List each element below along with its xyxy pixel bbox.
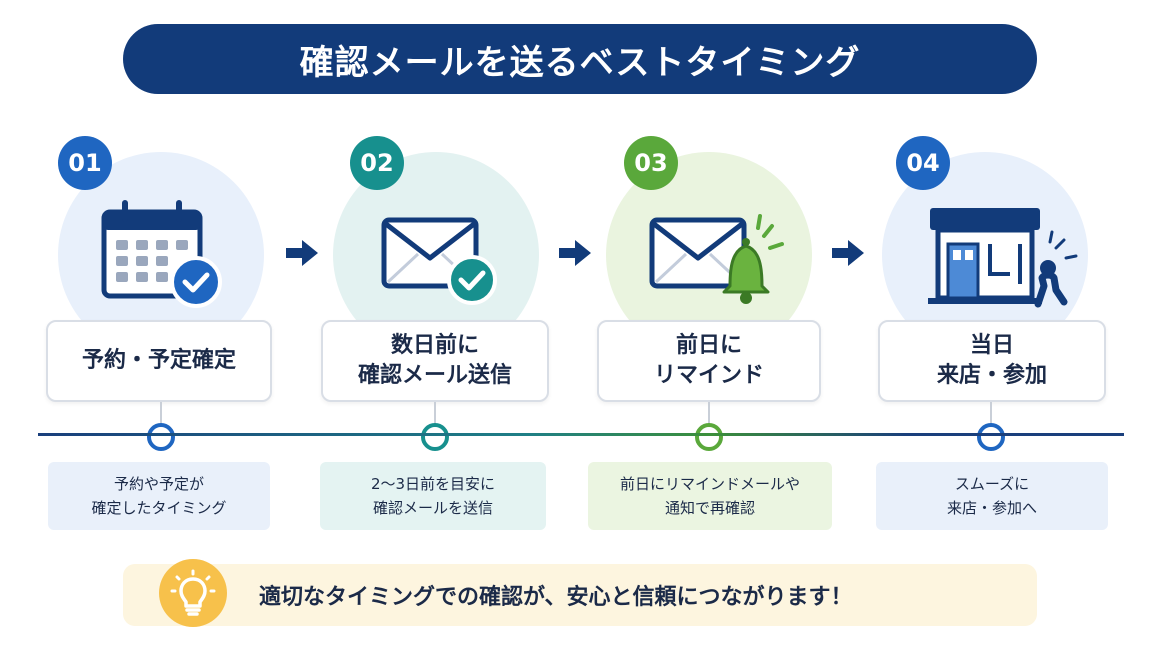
timeline-line — [38, 433, 1124, 436]
step-2-timeline-dot — [421, 423, 449, 451]
step-2-desc-line2: 確認メールを送信 — [372, 499, 493, 517]
banner-message: 適切なタイミングでの確認が、安心と信頼につながります！ — [259, 585, 853, 610]
step-1-description: 予約や予定が 確定したタイミング — [48, 462, 270, 530]
step-3-description: 前日にリマインドメールや 通知で再確認 — [588, 462, 832, 530]
mail-bell-icon — [649, 214, 784, 304]
step-3-label-line1: 前日に — [675, 333, 742, 359]
step-3-number-badge: 03 — [624, 136, 678, 190]
step-2-description: 2〜3日前を目安に 確認メールを送信 — [320, 462, 546, 530]
lightbulb-icon — [159, 559, 227, 627]
step-1-timeline-dot — [147, 423, 175, 451]
bottom-banner — [123, 564, 1037, 626]
step-4-label-line1: 当日 — [969, 333, 1014, 359]
step-1-number-badge: 01 — [58, 136, 112, 190]
step-2-label-line1: 数日前に — [390, 333, 479, 359]
step-3-timeline-dot — [695, 423, 723, 451]
step-4-number-badge: 04 — [896, 136, 950, 190]
step-1-card: 予約・予定確定 — [46, 320, 272, 402]
step-4-desc-line2: 来店・参加へ — [946, 499, 1037, 517]
step-2-label-line2: 確認メール送信 — [357, 363, 512, 388]
step-1-desc-line1: 予約や予定が — [113, 475, 204, 493]
step-3-desc-line1: 前日にリマインドメールや — [619, 475, 800, 493]
step-4-connector — [990, 402, 992, 426]
step-4-card: 当日 来店・参加 — [878, 320, 1106, 402]
calendar-check-icon — [101, 200, 222, 308]
step-4-timeline-dot — [977, 423, 1005, 451]
mail-check-icon — [381, 217, 497, 305]
step-3-desc-line2: 通知で再確認 — [664, 499, 755, 517]
page-title: 確認メールを送るベストタイミング — [299, 42, 861, 83]
step-2-number-badge: 02 — [350, 136, 404, 190]
step-2-desc-line1: 2〜3日前を目安に — [370, 475, 496, 493]
title-bar: 確認メールを送るベストタイミング — [123, 24, 1037, 94]
step-1-desc-line2: 確定したタイミング — [91, 499, 227, 517]
step-4-description: スムーズに 来店・参加へ — [876, 462, 1108, 530]
step-1-label: 予約・予定確定 — [81, 348, 236, 374]
step-3-label-line2: リマインド — [653, 363, 764, 388]
arrow-right-icon — [832, 240, 864, 266]
arrow-right-icon — [286, 240, 318, 266]
step-2-card: 数日前に 確認メール送信 — [321, 320, 549, 402]
step-4-label-line2: 来店・参加 — [936, 363, 1047, 388]
step-1-connector — [160, 402, 162, 426]
step-4-desc-line1: スムーズに — [954, 475, 1030, 493]
step-2-connector — [434, 402, 436, 426]
store-person-icon — [928, 208, 1078, 308]
arrow-right-icon — [559, 240, 591, 266]
step-3-connector — [708, 402, 710, 426]
step-3-card: 前日に リマインド — [597, 320, 821, 402]
